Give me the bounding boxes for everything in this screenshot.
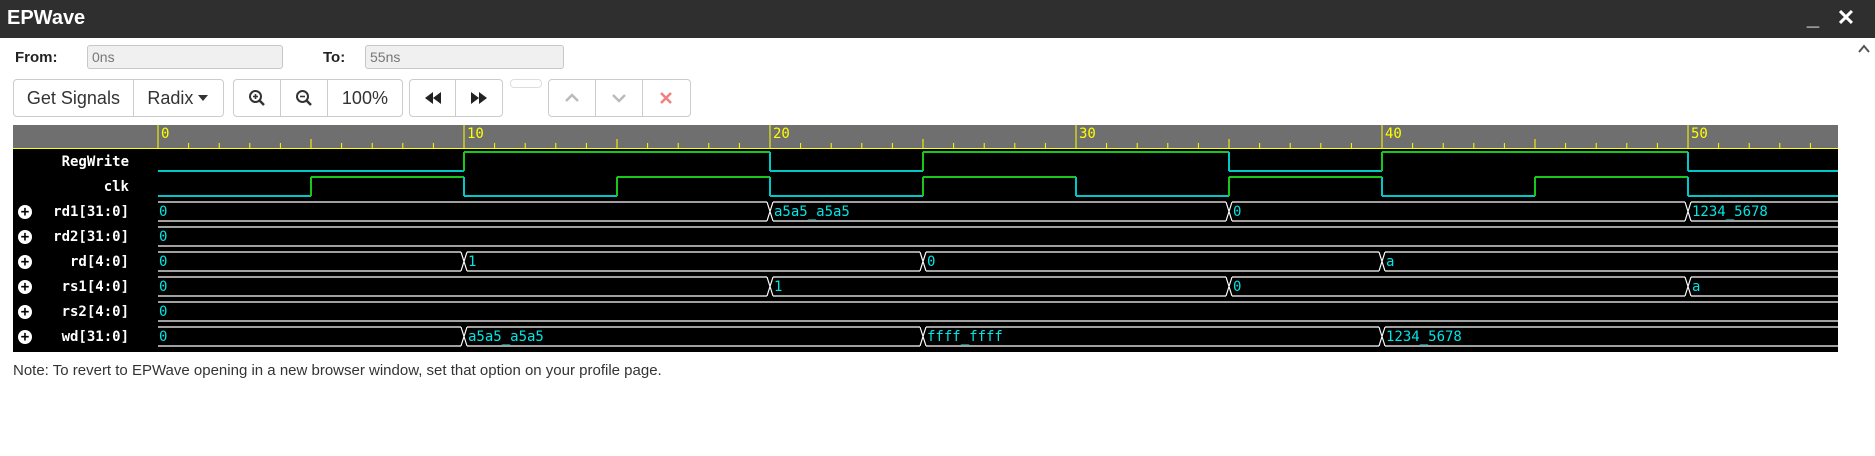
ruler-tick-label: 40 [1385, 126, 1402, 142]
zoom-out-button[interactable] [281, 80, 328, 116]
bus-value-label: ffff_ffff [927, 329, 1003, 345]
caret-down-icon [198, 95, 209, 101]
bus-transition [919, 326, 927, 347]
zoom-in-icon [249, 90, 266, 106]
fast-forward-icon [471, 92, 487, 104]
remove-button[interactable] [643, 80, 690, 116]
bus-value-label: 0 [927, 254, 935, 270]
bus-value-label: 1 [468, 254, 476, 270]
bus-value-label: 1 [774, 279, 782, 295]
bus-transition [1378, 251, 1386, 272]
bus-transition [766, 201, 774, 222]
signal-name: RegWrite [61, 154, 129, 170]
signal-name: wd[31:0] [61, 329, 129, 345]
zoom-toolbar-group: 100% [233, 79, 403, 117]
ruler-tick-label: 10 [467, 126, 484, 142]
zoom-out-icon [296, 90, 313, 106]
ruler-tick-label: 30 [1079, 126, 1096, 142]
rewind-icon [424, 92, 441, 104]
bus-value-label: 0 [159, 304, 167, 320]
get-signals-label: Get Signals [26, 87, 120, 108]
signal-name-row[interactable]: RegWrite [13, 150, 157, 175]
next-button[interactable] [596, 80, 643, 116]
bus-value-label: 0 [1233, 279, 1241, 295]
expand-icon[interactable]: + [18, 305, 32, 319]
ruler-tick-label: 20 [773, 126, 790, 142]
chevron-down-icon [612, 94, 626, 103]
signal-name: rd2[31:0] [53, 229, 129, 245]
navigate-toolbar-group [409, 79, 503, 117]
rewind-button[interactable] [410, 80, 457, 116]
radix-button[interactable]: Radix [134, 80, 223, 116]
close-icon [660, 92, 673, 104]
title-bar: EPWave _ ✕ [0, 0, 1875, 38]
bus-value-label: a5a5_a5a5 [774, 204, 850, 220]
get-signals-button[interactable]: Get Signals [14, 80, 134, 116]
expand-icon[interactable]: + [18, 330, 32, 344]
bus-transition [1684, 276, 1692, 297]
marker-toolbar-group [548, 79, 691, 117]
scroll-up-icon[interactable] [1858, 44, 1870, 54]
signal-name-row[interactable]: + rd1[31:0] [13, 200, 157, 225]
bus-value-label: 0 [159, 254, 167, 270]
bus-value-label: 1234_5678 [1386, 329, 1462, 345]
time-ruler[interactable]: 0 10 20 30 40 50 [13, 125, 1838, 149]
bus-value-label: a [1692, 279, 1700, 295]
signal-name-row[interactable]: clk [13, 175, 157, 200]
bus-transition [1684, 201, 1692, 222]
bus-transition [1378, 326, 1386, 347]
bus-value-label: 0 [159, 204, 167, 220]
signals-toolbar-group: Get Signals Radix [13, 79, 224, 117]
to-label: To: [323, 49, 346, 66]
bus-value-label: 0 [159, 279, 167, 295]
bus-transition [1225, 201, 1233, 222]
expand-icon[interactable]: + [18, 205, 32, 219]
expand-icon[interactable]: + [18, 280, 32, 294]
expand-icon[interactable]: + [18, 255, 32, 269]
window-title: EPWave [7, 7, 86, 29]
signal-name: rs1[4:0] [61, 279, 129, 295]
to-input[interactable] [365, 45, 564, 69]
signal-name-row[interactable]: + wd[31:0] [13, 325, 157, 350]
signal-name: rd[4:0] [69, 254, 129, 270]
bus-transition [1225, 276, 1233, 297]
bus-transition [766, 276, 774, 297]
bus-value-label: 0 [1233, 204, 1241, 220]
ruler-tick-label: 50 [1691, 126, 1708, 142]
ruler-tick-label: 0 [161, 126, 169, 142]
signal-name: rs2[4:0] [61, 304, 129, 320]
bus-value-label: 0 [159, 329, 167, 345]
signal-name: rd1[31:0] [53, 204, 129, 220]
bus-value-label: 0 [159, 229, 167, 245]
zoom-level-button[interactable]: 100% [328, 80, 402, 116]
close-window-button[interactable]: ✕ [1836, 5, 1856, 30]
zoom-in-button[interactable] [234, 80, 282, 116]
signal-name-row[interactable]: + rs1[4:0] [13, 275, 157, 300]
minimize-button[interactable]: _ [1806, 5, 1820, 30]
previous-button[interactable] [549, 80, 597, 116]
note-text: Note: To revert to EPWave opening in a n… [13, 362, 662, 379]
from-input[interactable] [87, 45, 283, 69]
bus-transition [460, 326, 468, 347]
from-label: From: [15, 49, 58, 66]
zoom-level-label: 100% [341, 87, 388, 108]
chevron-up-icon [565, 93, 580, 102]
signal-name-row[interactable]: + rs2[4:0] [13, 300, 157, 325]
expand-icon[interactable]: + [18, 230, 32, 244]
signal-name: clk [103, 179, 129, 195]
ruler-svg: 0 10 20 30 40 50 [13, 125, 1838, 149]
bus-transition [460, 251, 468, 272]
fast-forward-button[interactable] [456, 80, 502, 116]
signal-name-row[interactable]: + rd[4:0] [13, 250, 157, 275]
bus-value-label: a [1386, 254, 1394, 270]
bus-value-label: 1234_5678 [1692, 204, 1768, 220]
empty-pill[interactable] [510, 79, 542, 88]
bus-value-label: a5a5_a5a5 [468, 329, 544, 345]
waveforms-svg[interactable]: 0 a5a5_a5a5 0 1234_5678 0 0 1 0 a 0 1 0 a 0 0 a5a5_a5a5… [157, 149, 1838, 352]
bus-transition [919, 251, 927, 272]
signal-name-row[interactable]: + rd2[31:0] [13, 225, 157, 250]
radix-label: Radix [147, 87, 194, 108]
